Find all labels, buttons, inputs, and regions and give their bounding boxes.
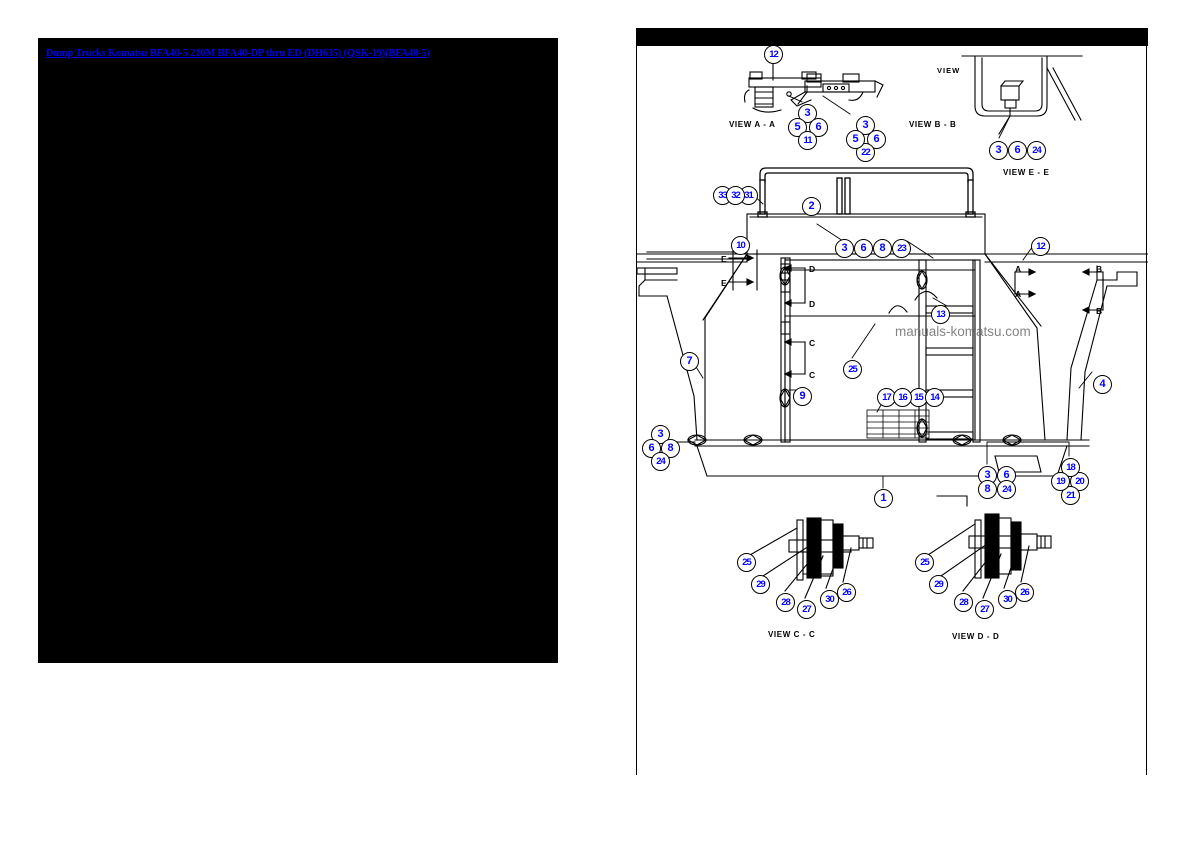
callout-26[interactable]: 26 (1015, 583, 1034, 602)
view-d-d-detail (927, 495, 1052, 599)
callout-30[interactable]: 30 (820, 590, 839, 609)
ladder (918, 259, 981, 443)
top-view-label: VIEW (937, 66, 961, 75)
callout-16[interactable]: 16 (893, 388, 912, 407)
callout-24[interactable]: 24 (997, 480, 1016, 499)
callout-6[interactable]: 6 (854, 239, 873, 258)
view-c-c-detail (749, 517, 874, 599)
view-c-c-label: VIEW C - C (768, 630, 816, 639)
view-b-b-label: VIEW B - B (909, 120, 957, 129)
callout-29[interactable]: 29 (751, 575, 770, 594)
callout-3[interactable]: 3 (798, 104, 817, 123)
right-chassis (1066, 265, 1138, 441)
hopper-hatch (994, 455, 1042, 473)
callout-13[interactable]: 13 (931, 305, 950, 324)
callout-28[interactable]: 28 (954, 593, 973, 612)
callout-18[interactable]: 18 (1061, 458, 1080, 477)
view-a-a-detail (743, 46, 822, 113)
callout-32[interactable]: 32 (726, 186, 745, 205)
callout-19[interactable]: 19 (1051, 472, 1070, 491)
callout-12[interactable]: 12 (1031, 237, 1050, 256)
callout-3[interactable]: 3 (835, 239, 854, 258)
callout-10[interactable]: 10 (731, 236, 750, 255)
bottom-grate (866, 409, 930, 439)
callout-29[interactable]: 29 (929, 575, 948, 594)
section-letter-a-7: A (1015, 289, 1022, 299)
diagram-panel: VIEW (636, 28, 1148, 775)
canopy-frame (757, 167, 976, 218)
callout-11[interactable]: 11 (798, 131, 817, 150)
view-e-e-detail (961, 55, 1083, 135)
section-letter-d-3: D (809, 299, 816, 309)
callout-3[interactable]: 3 (856, 116, 875, 135)
section-letter-c-5: C (809, 370, 816, 380)
section-letter-d-2: D (809, 264, 816, 274)
callout-1[interactable]: 1 (874, 489, 893, 508)
callout-6[interactable]: 6 (809, 118, 828, 137)
section-letter-c-4: C (809, 338, 816, 348)
tailgate-panel (780, 257, 976, 443)
diagram-header-bar (637, 28, 1148, 46)
site-watermark: manuals-komatsu.com (895, 324, 1031, 339)
main-deck (637, 213, 1148, 441)
callout-24[interactable]: 24 (651, 452, 670, 471)
callout-30[interactable]: 30 (998, 590, 1017, 609)
callout-27[interactable]: 27 (797, 600, 816, 619)
view-a-a-label: VIEW A - A (729, 120, 776, 129)
mount-bolts (686, 265, 1023, 446)
callout-25[interactable]: 25 (843, 360, 862, 379)
callout-7[interactable]: 7 (680, 352, 699, 371)
view-b-b-detail (790, 73, 884, 107)
document-preview-panel: Dump Trucks Komatsu BFA40-5 210M BFA40-D… (38, 38, 558, 663)
callout-22[interactable]: 22 (856, 143, 875, 162)
section-arrows (728, 249, 1104, 378)
callout-27[interactable]: 27 (975, 600, 994, 619)
callout-5[interactable]: 5 (846, 130, 865, 149)
callout-26[interactable]: 26 (837, 583, 856, 602)
callout-6[interactable]: 6 (1008, 141, 1027, 160)
view-e-e-label: VIEW E - E (1003, 168, 1050, 177)
left-chassis (637, 251, 748, 441)
callout-25[interactable]: 25 (915, 553, 934, 572)
callout-24[interactable]: 24 (1027, 141, 1046, 160)
section-letter-b-9: B (1096, 306, 1103, 316)
diagram-linework (637, 46, 1148, 599)
callout-3[interactable]: 3 (989, 141, 1008, 160)
view-d-d-label: VIEW D - D (952, 632, 1000, 641)
callout-8[interactable]: 8 (978, 480, 997, 499)
callout-12[interactable]: 12 (764, 45, 783, 64)
callout-6[interactable]: 6 (867, 130, 886, 149)
callout-14[interactable]: 14 (925, 388, 944, 407)
document-title-link[interactable]: Dump Trucks Komatsu BFA40-5 210M BFA40-D… (46, 48, 430, 59)
section-letter-b-8: B (1096, 264, 1103, 274)
callout-2[interactable]: 2 (802, 197, 821, 216)
callout-9[interactable]: 9 (793, 387, 812, 406)
callout-25[interactable]: 25 (737, 553, 756, 572)
section-letter-e-0: E (721, 254, 727, 264)
callout-21[interactable]: 21 (1061, 486, 1080, 505)
callout-8[interactable]: 8 (873, 239, 892, 258)
section-letter-e-1: E (721, 278, 727, 288)
callout-28[interactable]: 28 (776, 593, 795, 612)
section-letter-a-6: A (1015, 264, 1022, 274)
callout-23[interactable]: 23 (892, 239, 911, 258)
callout-4[interactable]: 4 (1093, 375, 1112, 394)
